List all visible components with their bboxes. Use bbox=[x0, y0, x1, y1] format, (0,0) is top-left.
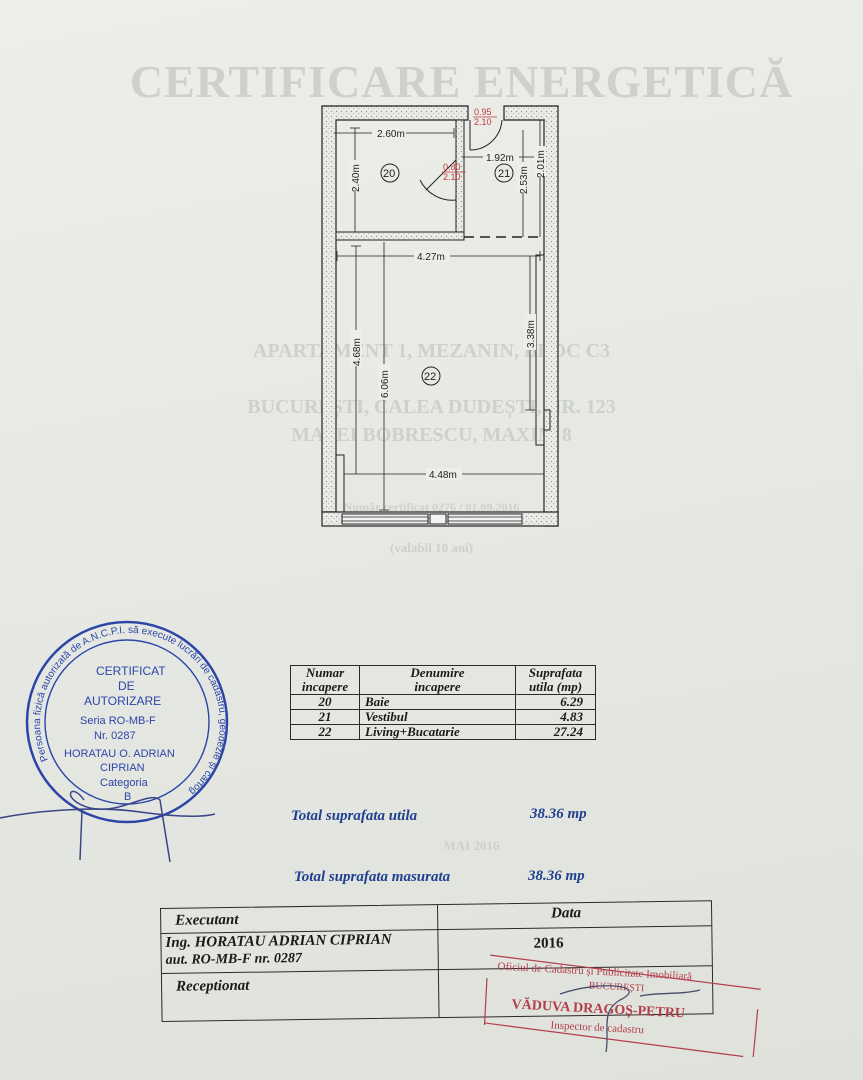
table-row: 22 Living+Bucatarie 27.24 bbox=[290, 724, 596, 740]
cell-number: 21 bbox=[290, 709, 360, 725]
red-stamp-line-2: BUCUREȘTI bbox=[588, 980, 644, 994]
ghost-line: (valabil 10 ani) bbox=[389, 540, 474, 555]
dim-room21-width: 1.92m bbox=[486, 153, 514, 164]
signature-stroke bbox=[69, 790, 171, 863]
watermark-title: CERTIFICARE ENERGETICĂ bbox=[129, 56, 794, 107]
signature-stroke bbox=[0, 808, 216, 819]
stamp-line-3: AUTORIZARE bbox=[84, 694, 161, 708]
dim-room22-right-height: 3.38m bbox=[526, 320, 537, 348]
dim-room22-total-height: 6.06m bbox=[380, 370, 391, 398]
total-useful-value: 38.36 mp bbox=[530, 806, 587, 822]
red-stamp-line-1: Oficiul de Cadastru și Publicitate Imobi… bbox=[497, 961, 692, 983]
dim-room22-top-width: 4.27m bbox=[417, 252, 445, 263]
inspector-signature bbox=[559, 985, 701, 1053]
ghost-line: Număr certificat 0276 / 01.09.2016 bbox=[343, 500, 520, 514]
dim-room22-left-height: 4.68m bbox=[352, 338, 363, 366]
red-stamp-line-4: Inspector de cadastru bbox=[550, 1019, 644, 1036]
stamp-line-6: HORATAU O. ADRIAN bbox=[64, 748, 175, 760]
cell-area: 27.24 bbox=[515, 724, 596, 740]
dim-room21-height-b: 2.01m bbox=[536, 150, 547, 178]
stamp-line-7: CIPRIAN bbox=[100, 762, 145, 774]
interior-walls bbox=[335, 119, 540, 241]
dim-room20-width: 2.60m bbox=[377, 129, 405, 140]
total-measured-label: Total suprafata masurata bbox=[294, 869, 451, 885]
entrance-door-width: 0.95 bbox=[474, 107, 492, 117]
dim-room22-bottom-width: 4.48m bbox=[429, 470, 457, 481]
room-number-21: 21 bbox=[498, 168, 510, 180]
cell-name: Living+Bucatarie bbox=[359, 724, 516, 740]
room-number-20: 20 bbox=[383, 168, 395, 180]
stamp-line-1: CERTIFICAT bbox=[96, 664, 166, 678]
bath-door bbox=[419, 159, 457, 201]
room-number-22: 22 bbox=[424, 371, 436, 383]
stamp-line-2: DE bbox=[118, 679, 135, 693]
dim-room20-height: 2.40m bbox=[351, 164, 362, 192]
bath-door-height: 2.10 bbox=[443, 172, 461, 182]
entrance-door bbox=[469, 119, 503, 151]
ghost-line: APARTAMENT 1, MEZANIN, BLOC C3 bbox=[252, 340, 611, 362]
red-stamp-line-3: VĂDUVA DRAGOȘ-PETRU bbox=[511, 995, 685, 1021]
bath-door-width: 0.80 bbox=[443, 162, 461, 172]
window bbox=[341, 513, 523, 525]
ghost-line: BUCUREȘTI, CALEA DUDEȘTI, NR. 123 bbox=[247, 396, 616, 418]
cell-area: 4.83 bbox=[515, 709, 596, 725]
stamp-line-9: B bbox=[124, 791, 131, 803]
stamp-line-8: Categoria bbox=[100, 777, 149, 789]
stamp-line-4: Seria RO-MB-F bbox=[80, 715, 156, 727]
ghost-line: MATEI BOBRESCU, MAXIM 8 bbox=[291, 424, 572, 446]
cell-area: 6.29 bbox=[515, 694, 596, 710]
total-useful-label: Total suprafata utila bbox=[291, 808, 418, 824]
stamp-line-5: Nr. 0287 bbox=[94, 730, 136, 742]
total-measured-value: 38.36 mp bbox=[528, 868, 585, 884]
table-row: 21 Vestibul 4.83 bbox=[290, 709, 596, 725]
dim-room21-height-a: 2.53m bbox=[519, 166, 530, 194]
entrance-door-height: 2.10 bbox=[474, 117, 492, 127]
ghost-line: MAI 2016 bbox=[443, 838, 500, 853]
